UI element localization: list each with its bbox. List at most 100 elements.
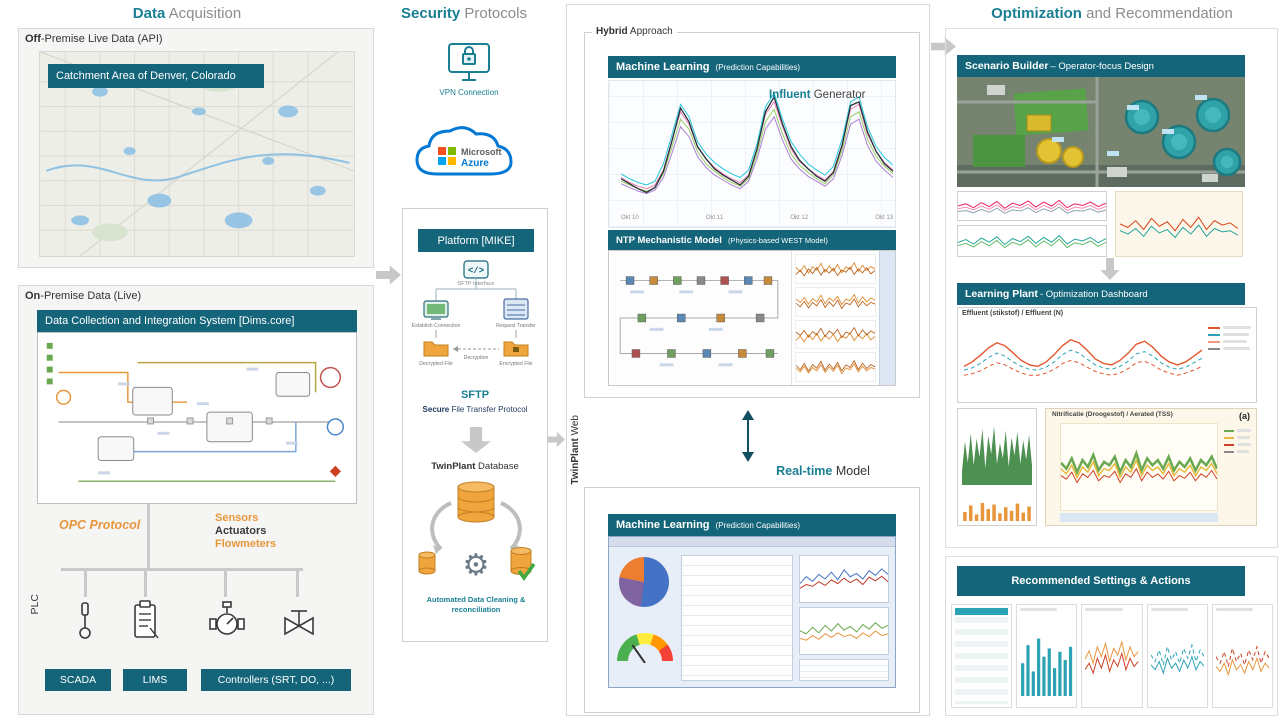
- dashboard-pie-chart: [619, 557, 669, 607]
- plc-bus-drop-1: [84, 571, 87, 597]
- twinplant-database-label: TwinPlant Database: [403, 461, 547, 472]
- title-data-acquisition: Data Acquisition: [67, 5, 307, 22]
- recommended-header: Recommended Settings & Actions: [957, 566, 1245, 596]
- server-icon: [503, 298, 529, 320]
- map-title-chip: Catchment Area of Denver, Colorado: [48, 64, 264, 88]
- green-spiky-chart: [962, 426, 1032, 485]
- dashboard-toolbar: [609, 537, 895, 547]
- nitrificatie-label: Nitrificatie (Droogestof) / Aerated (TSS…: [1052, 411, 1173, 418]
- effluent-legend: [1208, 322, 1254, 354]
- lims-label: LIMS: [142, 674, 168, 686]
- vpn-label: VPN Connection: [439, 88, 499, 97]
- sftp-full-bold: Secure: [422, 405, 450, 414]
- recommended-orange-panel: [1081, 604, 1143, 708]
- valve-icon: [284, 610, 314, 636]
- x-label-0: Okt 10: [621, 215, 639, 221]
- realtime-bold: Real-time: [776, 464, 833, 478]
- x-label-3: Okt 13: [875, 215, 893, 221]
- small-database-icon: [418, 551, 436, 575]
- west-process-diagram: [610, 251, 790, 385]
- denver-map: Catchment Area of Denver, Colorado: [39, 51, 355, 257]
- db-label-rest: Database: [475, 461, 519, 472]
- dims-header: Data Collection and Integration System […: [37, 310, 357, 332]
- dims-title: Data Collection and Integration System […: [45, 315, 295, 327]
- west-chart-1: [795, 254, 876, 284]
- title-data-rest: Acquisition: [165, 5, 242, 22]
- recommended-table-panel: [951, 604, 1013, 708]
- scenario-chart-pink-panel: [957, 191, 1107, 221]
- ml-title-2: Machine Learning: [616, 519, 710, 531]
- azure-cloud-icon: Microsoft Azure: [415, 126, 513, 176]
- request-label: Request Transfer: [496, 323, 536, 329]
- title-optimization-bold: Optimization: [991, 5, 1082, 22]
- arrow-acquisition-to-security: [376, 265, 401, 285]
- recommended-red-chart: [1216, 614, 1269, 696]
- scenario-builder-header: Scenario Builder – Operator-focus Design: [957, 55, 1245, 77]
- scenario-chart-teal-panel: [957, 225, 1107, 257]
- ml-sub-2: (Prediction Capabilities): [715, 520, 801, 530]
- off-premise-box: Off-Premise Live Data (API): [18, 28, 374, 268]
- ml-sub-1: (Prediction Capabilities): [715, 62, 801, 72]
- realtime-double-arrow: [742, 410, 754, 462]
- hybrid-rest: Approach: [627, 26, 673, 37]
- hybrid-bold: Hybrid: [596, 26, 628, 37]
- vpn-icon: [448, 43, 490, 81]
- on-label-rest: -Premise Data (Live): [40, 290, 142, 302]
- actuators-label: Actuators: [215, 525, 267, 537]
- effluent-chart-panel: Effluent (stikstof) / Effluent (N): [957, 307, 1257, 403]
- establish-label: Establish Connection: [412, 323, 461, 329]
- dashboard-charts-column: [799, 555, 889, 681]
- influent-chart: [621, 87, 893, 211]
- dashboard-line-chart-2: [799, 607, 889, 655]
- database-cleaning-diagram: ⚙: [418, 481, 536, 583]
- title-data-bold: Data: [132, 5, 166, 22]
- twinplant-bold: TwinPlant: [569, 438, 581, 485]
- ml-header-2: Machine Learning (Prediction Capabilitie…: [608, 514, 896, 536]
- ntp-title: NTP Mechanistic Model: [616, 234, 722, 246]
- twinplant-web-label: TwinPlant Web: [570, 415, 581, 485]
- west-model-panel: [608, 250, 896, 386]
- ntp-sub: (Physics-based WEST Model): [727, 235, 828, 245]
- realtime-rest: Model: [832, 464, 870, 478]
- decryption-label: Decryption: [464, 355, 489, 361]
- recommended-bars-chart: [1021, 638, 1073, 696]
- code-icon: </>: [468, 266, 484, 276]
- learning-bold: Learning Plant: [965, 288, 1038, 300]
- influent-bold: Influent: [769, 89, 811, 101]
- nitrificatie-chart: [1060, 423, 1218, 511]
- orange-bars-chart: [963, 503, 1031, 521]
- west-chart-2: [795, 286, 876, 317]
- optimization-top-box: [945, 28, 1278, 548]
- cleaning-caption: Automated Data Cleaning & reconciliation: [426, 595, 526, 614]
- clean-database-icon: [510, 547, 536, 582]
- x-label-2: Okt 12: [790, 215, 809, 221]
- encrypted-folder-icon: [503, 341, 529, 357]
- encrypted-label: Encrypted File: [499, 361, 532, 367]
- azure-azure-text: Azure: [461, 158, 489, 169]
- title-security-bold: Security: [401, 5, 461, 22]
- azure-microsoft-text: Microsoft: [461, 147, 502, 157]
- west-chart-4: [795, 352, 876, 382]
- sensor-probe-icon: [79, 602, 91, 639]
- dashboard-mini-table: [799, 659, 889, 681]
- recommended-teal-panel: [1146, 604, 1208, 708]
- database-icon: [457, 481, 495, 523]
- controllers-chip: Controllers (SRT, DO, ...): [201, 669, 351, 691]
- plc-bus-drop-4: [296, 571, 299, 597]
- db-label-bold: TwinPlant: [431, 461, 476, 472]
- ntp-header: NTP Mechanistic Model (Physics-based WES…: [608, 230, 896, 250]
- influent-rest: Generator: [810, 89, 866, 101]
- platform-mike-header: Platform [MIKE]: [418, 229, 534, 252]
- sftp-full-label: Secure File Transfer Protocol: [403, 405, 547, 414]
- off-premise-label: Off-Premise Live Data (API): [25, 33, 163, 45]
- plc-bus-drop-3: [224, 571, 227, 597]
- learning-plant-header: Learning Plant - Optimization Dashboard: [957, 283, 1245, 305]
- decrypted-label: Decrypted File: [419, 361, 453, 367]
- scenario-chart-pink: [958, 192, 1106, 220]
- west-chart-3: [795, 319, 876, 350]
- scada-label: SCADA: [59, 674, 97, 686]
- recommended-teal-chart: [1151, 614, 1204, 696]
- scenario-chart-yellow-panel: [1115, 191, 1243, 257]
- sftp-label: SFTP: [460, 389, 490, 401]
